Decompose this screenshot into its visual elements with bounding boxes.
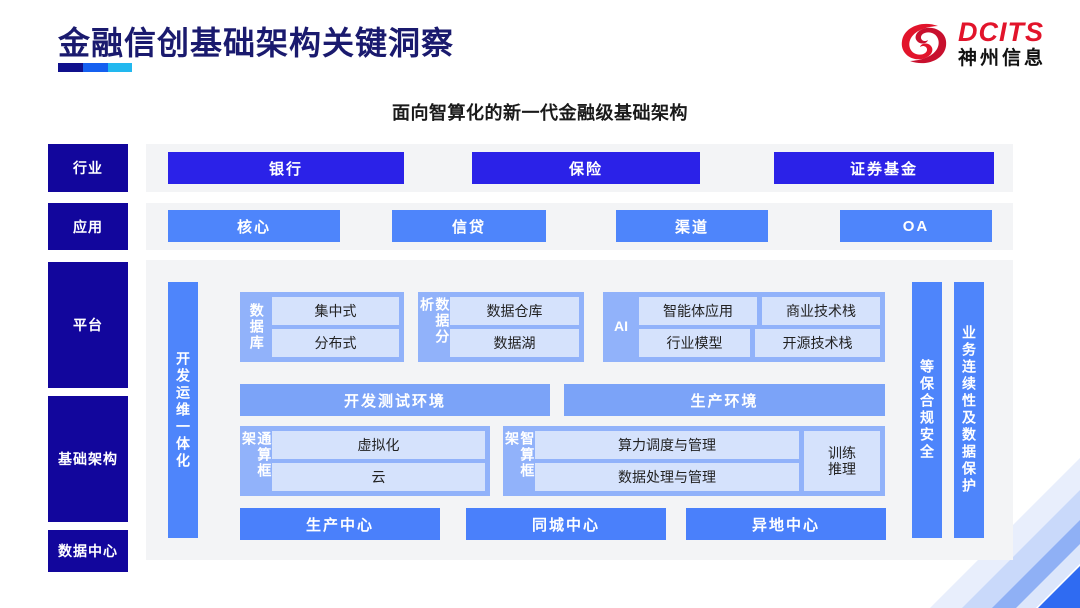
- group-label-general-compute: 通算框架: [241, 431, 273, 479]
- group-database: 数据库 集中式 分布式: [240, 292, 404, 362]
- dc-remote[interactable]: 异地中心: [686, 508, 886, 540]
- rail-application: 应用: [48, 203, 128, 250]
- dc-metro[interactable]: 同城中心: [466, 508, 666, 540]
- application-chip-core[interactable]: 核心: [168, 210, 340, 242]
- cell-industry-model[interactable]: 行业模型: [639, 329, 750, 357]
- rail-infrastructure: 基础架构: [48, 396, 128, 522]
- cell-centralized[interactable]: 集中式: [272, 297, 399, 325]
- group-label-intelligent-compute: 智算框架: [504, 431, 536, 479]
- industry-panel: 银行 保险 证券基金: [146, 144, 1013, 192]
- rail-platform: 平台: [48, 262, 128, 388]
- vbar-business-continuity[interactable]: 业务连续性及数据保护: [954, 282, 984, 538]
- cell-data-processing[interactable]: 数据处理与管理: [535, 463, 799, 491]
- title-underline-accent: [58, 63, 132, 72]
- dcits-swirl-icon: [901, 23, 947, 64]
- cell-data-warehouse[interactable]: 数据仓库: [450, 297, 579, 325]
- rail-industry: 行业: [48, 144, 128, 192]
- cell-distributed[interactable]: 分布式: [272, 329, 399, 357]
- group-label-database: 数据库: [248, 303, 265, 351]
- logo-wordmark-cn: 神州信息: [957, 47, 1046, 69]
- logo-wordmark: DCITS: [957, 16, 1044, 47]
- page-title: 金融信创基础架构关键洞察: [58, 25, 455, 61]
- application-chip-oa[interactable]: OA: [840, 210, 992, 242]
- platform-panel: 开发运维一体化 等保合规安全 业务连续性及数据保护 数据库 集中式 分布式 数据…: [146, 260, 1013, 560]
- dc-production[interactable]: 生产中心: [240, 508, 440, 540]
- cell-commercial-stack[interactable]: 商业技术栈: [762, 297, 880, 325]
- application-chip-channel[interactable]: 渠道: [616, 210, 768, 242]
- cell-cloud[interactable]: 云: [272, 463, 485, 491]
- cell-train-inference[interactable]: 训练 推理: [804, 431, 880, 491]
- env-production[interactable]: 生产环境: [564, 384, 885, 416]
- industry-chip-bank[interactable]: 银行: [168, 152, 404, 184]
- rail-datacenter: 数据中心: [48, 530, 128, 572]
- application-chip-credit[interactable]: 信贷: [392, 210, 546, 242]
- group-ai: AI 智能体应用 商业技术栈 行业模型 开源技术栈: [603, 292, 885, 362]
- env-dev-test[interactable]: 开发测试环境: [240, 384, 550, 416]
- group-label-ai: AI: [614, 318, 628, 335]
- dcits-logo: DCITS 神州信息: [898, 18, 1046, 68]
- page-subtitle: 面向智算化的新一代金融级基础架构: [392, 103, 688, 123]
- group-label-data-analytics: 数据分析: [419, 297, 451, 345]
- application-panel: 核心 信贷 渠道 OA: [146, 203, 1013, 250]
- vbar-compliance-security[interactable]: 等保合规安全: [912, 282, 942, 538]
- cell-data-lake[interactable]: 数据湖: [450, 329, 579, 357]
- cell-compute-scheduling[interactable]: 算力调度与管理: [535, 431, 799, 459]
- group-intelligent-compute-framework: 智算框架 算力调度与管理 数据处理与管理 训练 推理: [503, 426, 885, 496]
- cell-agent-application[interactable]: 智能体应用: [639, 297, 757, 325]
- group-data-analytics: 数据分析 数据仓库 数据湖: [418, 292, 584, 362]
- vbar-devops[interactable]: 开发运维一体化: [168, 282, 198, 538]
- cell-opensource-stack[interactable]: 开源技术栈: [755, 329, 880, 357]
- industry-chip-securities[interactable]: 证券基金: [774, 152, 994, 184]
- cell-virtualization[interactable]: 虚拟化: [272, 431, 485, 459]
- group-general-compute-framework: 通算框架 虚拟化 云: [240, 426, 490, 496]
- industry-chip-insurance[interactable]: 保险: [472, 152, 700, 184]
